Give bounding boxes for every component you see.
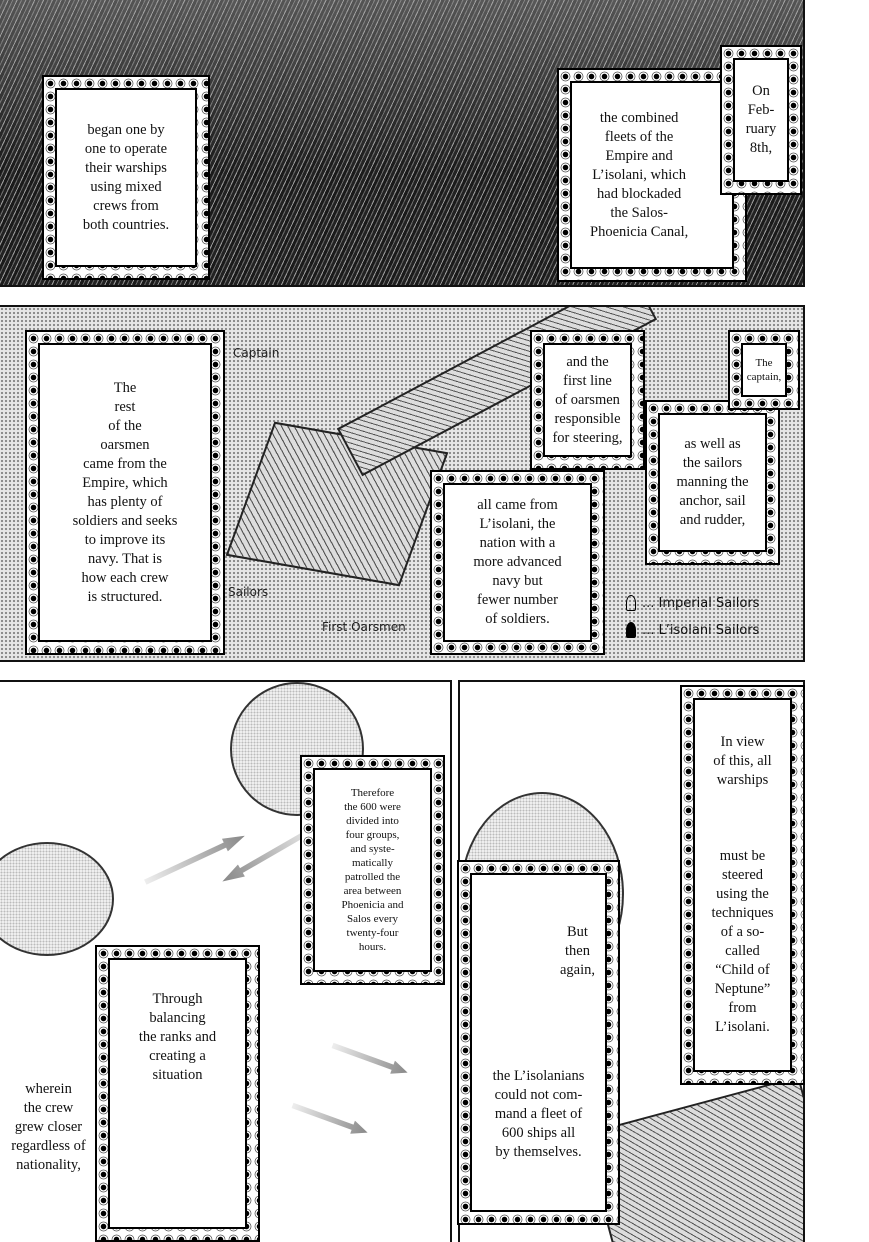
caption-text: all came from L’isolani, the nation with… xyxy=(443,483,592,642)
caption-box: all came from L’isolani, the nation with… xyxy=(430,470,605,655)
caption-text: Therefore the 600 were divided into four… xyxy=(313,768,432,972)
fleet-arrow xyxy=(290,1099,370,1140)
outlined-figure-icon xyxy=(626,595,636,611)
filled-figure-icon xyxy=(626,622,636,638)
caption-text: But then again, the L’isolanians could no… xyxy=(470,873,607,1212)
caption-text: the combined fleets of the Empire and L’… xyxy=(570,81,734,269)
legend-imperial: ... Imperial Sailors xyxy=(626,595,759,611)
patrol-arrow xyxy=(142,829,248,888)
label-first-oarsmen: First Oarsmen xyxy=(322,620,406,634)
caption-line: But then again, xyxy=(559,923,595,978)
caption-text: The captain, xyxy=(741,343,787,397)
caption-box: Therefore the 600 were divided into four… xyxy=(300,755,445,985)
caption-text: Through balancing the ranks and creating… xyxy=(108,958,247,1229)
legend-label: ... Imperial Sailors xyxy=(642,595,760,611)
narration-text: wherein the crew grew closer regardless … xyxy=(11,1081,86,1173)
caption-box: The captain, xyxy=(728,330,800,410)
caption-text: On Feb- ruary 8th, xyxy=(733,58,789,182)
caption-text: The rest of the oarsmen came from the Em… xyxy=(38,343,212,642)
legend-label: ... L’isolani Sailors xyxy=(642,622,760,638)
caption-box: But then again, the L’isolanians could no… xyxy=(457,860,620,1225)
caption-box: On Feb- ruary 8th, xyxy=(720,45,802,195)
caption-box: The rest of the oarsmen came from the Em… xyxy=(25,330,225,655)
caption-line: the L’isolanians could not com- mand a f… xyxy=(492,1068,585,1161)
fleet-arrow xyxy=(330,1039,410,1080)
caption-line: must be steered using the techniques of … xyxy=(711,848,774,1036)
caption-text: began one by one to operate their warshi… xyxy=(55,88,197,267)
caption-box: the combined fleets of the Empire and L’… xyxy=(557,68,747,282)
caption-box: Through balancing the ranks and creating… xyxy=(95,945,260,1242)
caption-text: In view of this, all warships must be ste… xyxy=(693,698,792,1072)
caption-text: and the first line of oarsmen responsibl… xyxy=(543,343,632,457)
label-sailors: Sailors xyxy=(228,585,269,599)
legend-lisolani: ... L’isolani Sailors xyxy=(626,622,759,638)
caption-box: and the first line of oarsmen responsibl… xyxy=(530,330,645,470)
island-illustration xyxy=(0,842,114,956)
caption-box: In view of this, all warships must be ste… xyxy=(680,685,805,1085)
caption-box: began one by one to operate their warshi… xyxy=(42,75,210,280)
label-captain: Captain xyxy=(233,346,280,360)
caption-text: as well as the sailors manning the ancho… xyxy=(658,413,767,552)
caption-box: as well as the sailors manning the ancho… xyxy=(645,400,780,565)
caption-line: In view of this, all warships xyxy=(713,733,772,788)
